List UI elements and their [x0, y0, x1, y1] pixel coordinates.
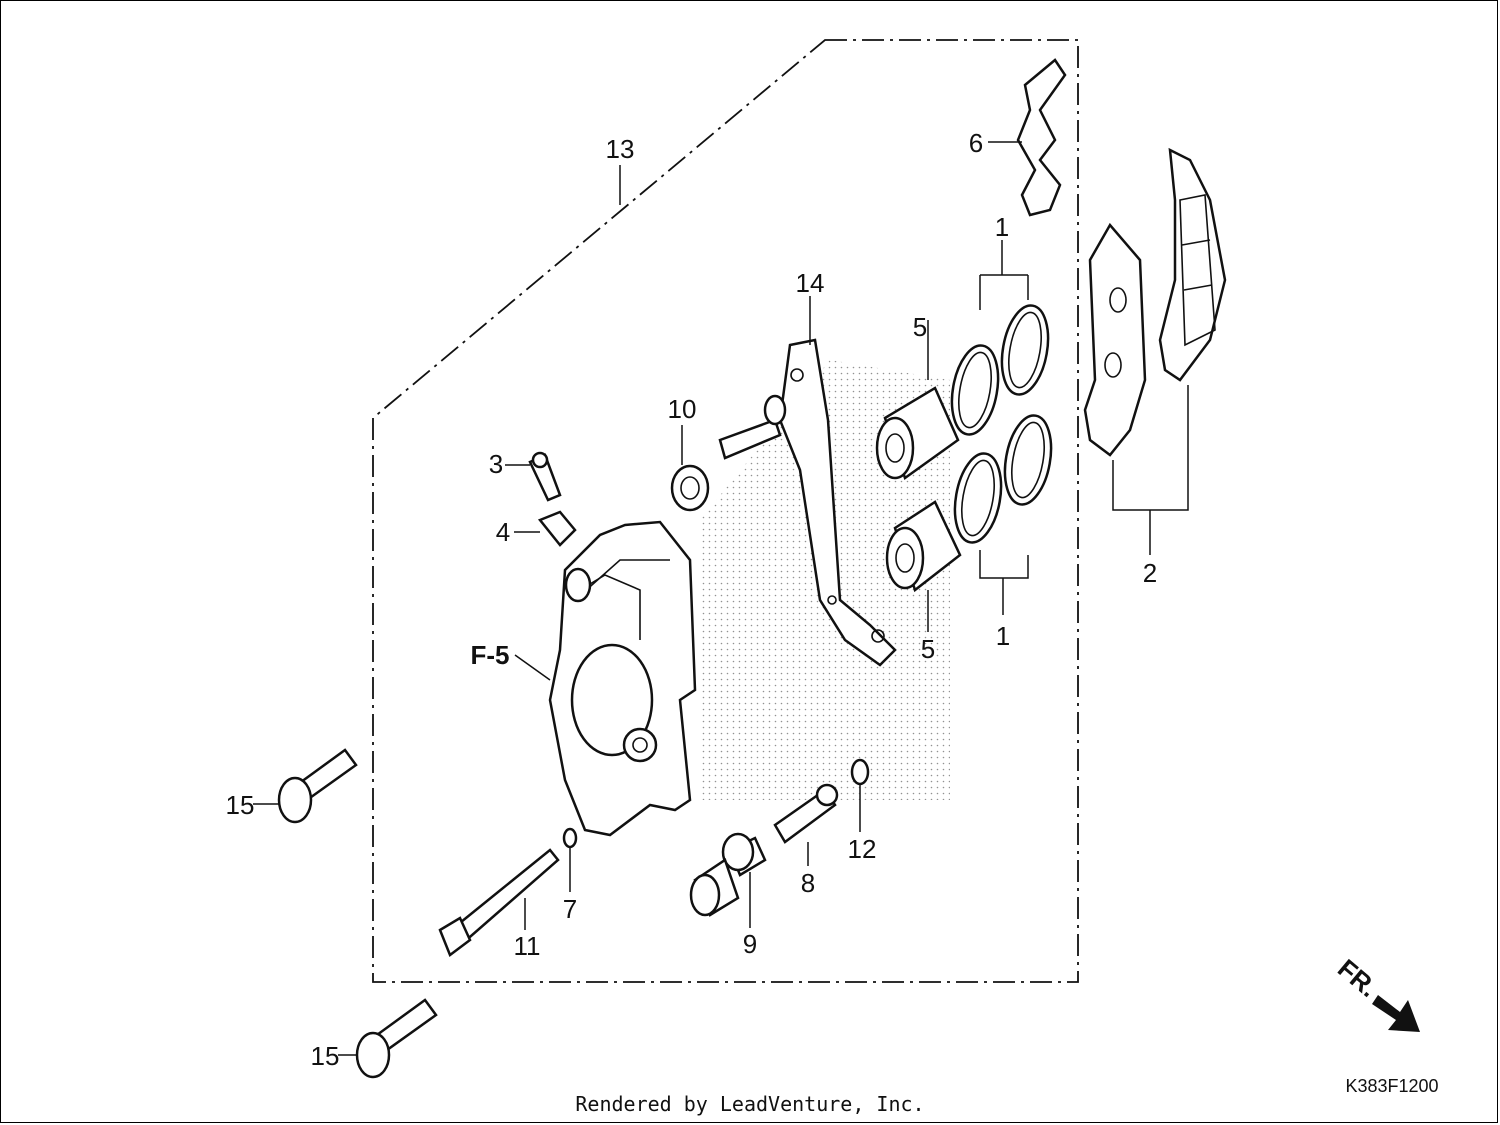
piston-lower	[885, 500, 962, 593]
callout-5-bottom: 5	[921, 634, 935, 664]
pad-spring	[1016, 58, 1067, 217]
callout-13: 13	[606, 134, 635, 164]
bleeder-screw-3	[528, 451, 562, 502]
callout-7: 7	[563, 894, 577, 924]
front-direction-arrow	[1372, 995, 1420, 1032]
piston-upper	[875, 386, 960, 481]
boot-10	[670, 464, 710, 512]
bolt-15-lower	[355, 998, 438, 1079]
callout-8: 8	[801, 868, 815, 898]
callout-2: 2	[1143, 558, 1157, 588]
washer-7	[562, 827, 578, 849]
bolt-15-upper	[277, 748, 358, 824]
callout-3: 3	[489, 449, 503, 479]
diagram-code: K383F1200	[1345, 1076, 1438, 1096]
bracket-slide-pin	[718, 394, 787, 460]
callout-1-top: 1	[995, 212, 1009, 242]
callout-15-lower: 15	[311, 1041, 340, 1071]
callout-10: 10	[668, 394, 697, 424]
credit-text: Rendered by LeadVenture, Inc.	[575, 1092, 925, 1116]
callout-1-bottom: 1	[996, 621, 1010, 651]
washer-12	[850, 758, 870, 786]
assembly-boundary	[372, 39, 1079, 983]
bolt-8	[773, 783, 839, 844]
callout-6: 6	[969, 128, 983, 158]
callout-14: 14	[796, 268, 825, 298]
caliper-bracket	[778, 338, 897, 667]
callout-15-upper: 15	[226, 790, 255, 820]
callout-11: 11	[514, 931, 541, 961]
piston-seals	[950, 304, 1053, 544]
bleeder-cap-4	[537, 510, 577, 547]
brake-pad-front	[1083, 222, 1147, 457]
bolt-9	[689, 832, 767, 917]
direction-label: FR.	[1332, 953, 1383, 1003]
pin-11	[438, 848, 560, 957]
callout-4: 4	[496, 517, 510, 547]
ref-label-f5: F-5	[471, 640, 510, 670]
callout-5-top: 5	[913, 312, 927, 342]
brake-pad-rear	[1158, 147, 1227, 382]
callout-12: 12	[848, 834, 877, 864]
leader-lines	[253, 141, 1189, 1056]
callout-9: 9	[743, 929, 757, 959]
caliper-body	[548, 520, 697, 837]
